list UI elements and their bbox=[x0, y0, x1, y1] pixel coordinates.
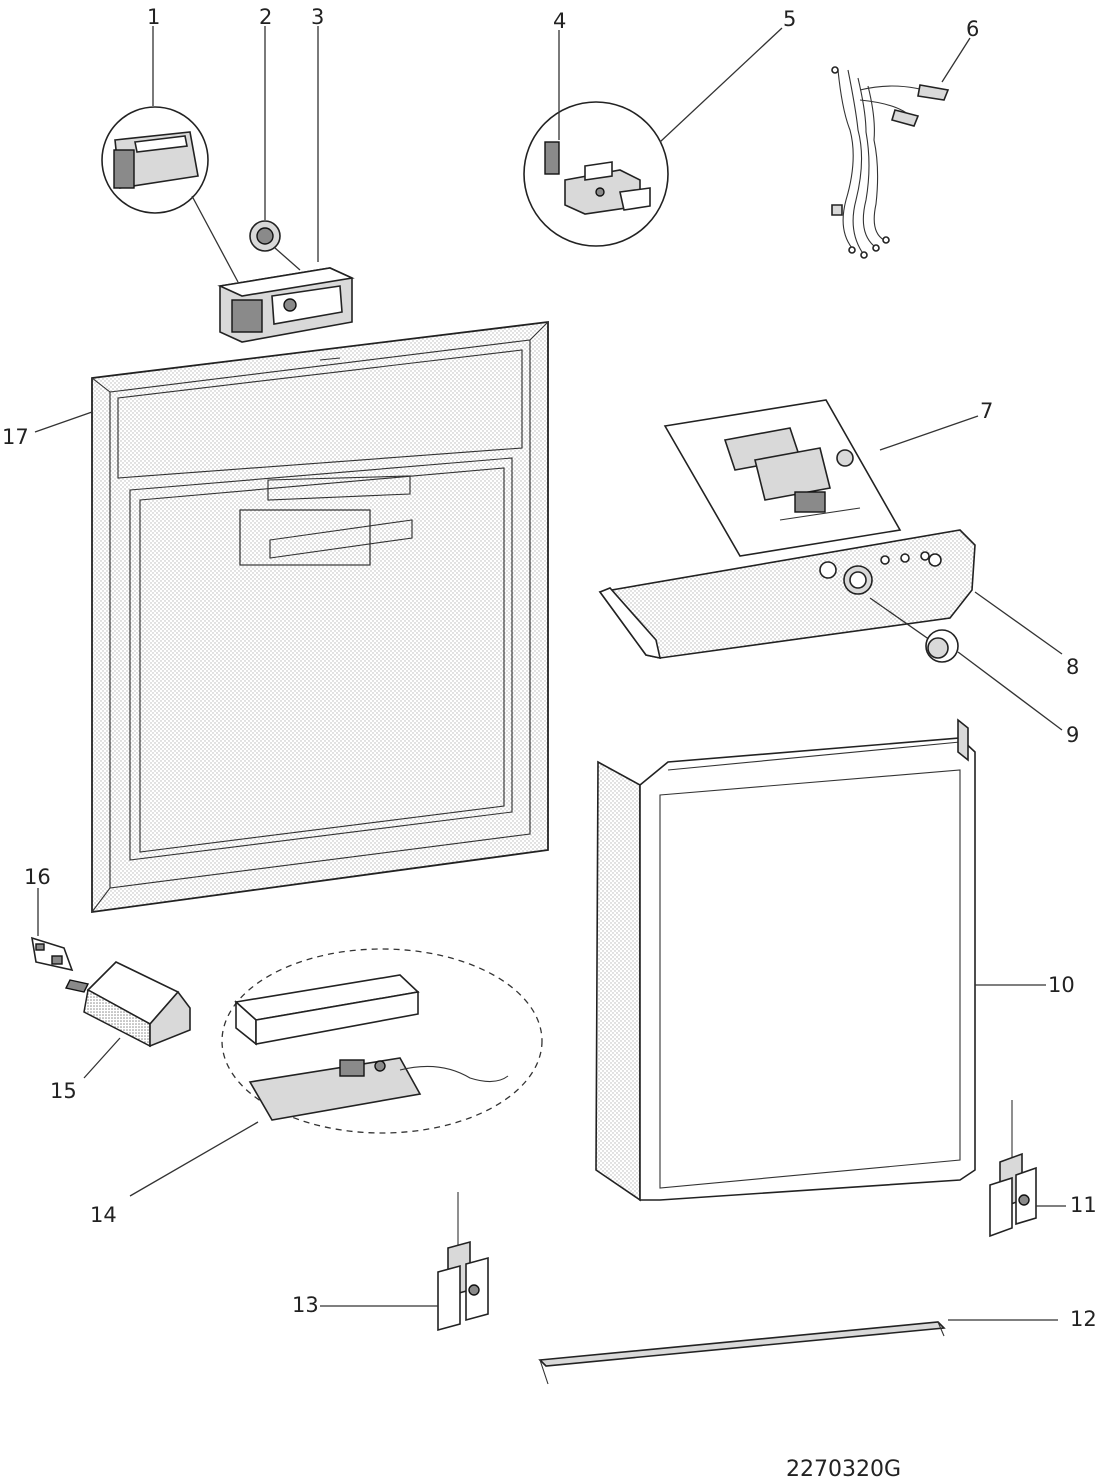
part-13-hinge bbox=[437, 1192, 489, 1332]
callout-5: 5 bbox=[783, 7, 796, 31]
callout-6: 6 bbox=[966, 17, 979, 41]
part-7-control-board bbox=[663, 399, 902, 557]
callout-8: 8 bbox=[1066, 655, 1079, 679]
callout-15: 15 bbox=[50, 1079, 77, 1103]
leader-lines bbox=[34, 26, 1066, 1321]
callout-10: 10 bbox=[1048, 973, 1075, 997]
part-17-door-panel bbox=[91, 320, 549, 914]
part-14-detail bbox=[129, 948, 543, 1197]
callout-1: 1 bbox=[147, 5, 160, 29]
callout-16: 16 bbox=[24, 865, 51, 889]
part-12-rod bbox=[538, 1321, 946, 1385]
callout-14: 14 bbox=[90, 1203, 117, 1227]
callout-3: 3 bbox=[311, 5, 324, 29]
part-10-outer-door bbox=[595, 718, 976, 1202]
part-9-knob bbox=[925, 629, 959, 663]
part-4-5-detail bbox=[523, 101, 669, 247]
callout-17: 17 bbox=[2, 425, 29, 449]
callout-12: 12 bbox=[1070, 1307, 1097, 1331]
part-8-control-panel bbox=[598, 529, 976, 660]
callout-7: 7 bbox=[980, 399, 993, 423]
part-6-wiring-harness bbox=[831, 66, 950, 259]
callout-4: 4 bbox=[553, 9, 566, 33]
part-16-card bbox=[30, 888, 74, 972]
part-2-seal bbox=[249, 220, 301, 271]
diagram-code-label: 2270320G bbox=[786, 1457, 901, 1482]
part-15-module bbox=[64, 961, 191, 1079]
callout-9: 9 bbox=[1066, 723, 1079, 747]
part-3-dispenser bbox=[217, 267, 355, 343]
callout-13: 13 bbox=[292, 1293, 319, 1317]
part-1-detail bbox=[101, 106, 239, 283]
callout-2: 2 bbox=[259, 5, 272, 29]
callout-11: 11 bbox=[1070, 1193, 1097, 1217]
callout-numbers: 1 2 3 4 5 6 7 8 9 10 11 12 13 14 15 16 1… bbox=[2, 5, 1097, 1331]
part-11-hinge bbox=[989, 1100, 1037, 1238]
